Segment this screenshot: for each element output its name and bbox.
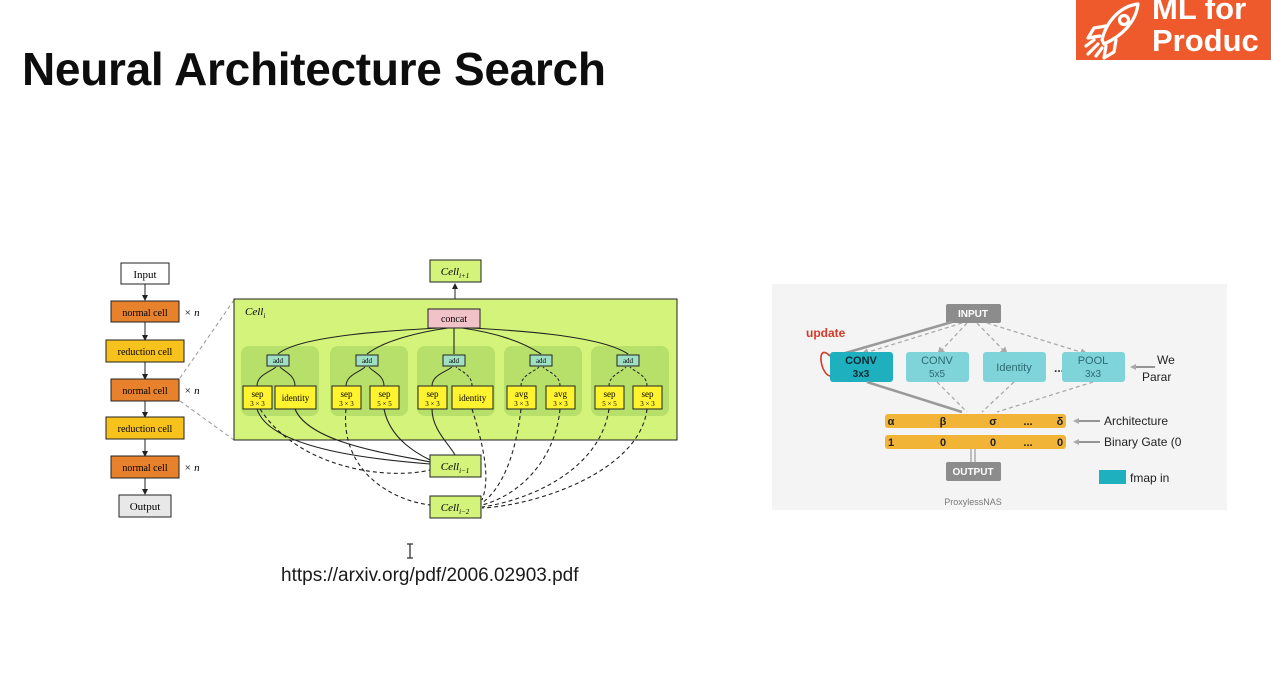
- svg-text:Identity: Identity: [996, 362, 1032, 374]
- svg-text:reduction cell: reduction cell: [118, 347, 173, 358]
- pn-op-pool3x3: [1062, 352, 1125, 382]
- pn-op-conv5x5: [906, 352, 969, 382]
- pn-architecture-bar: [885, 414, 1066, 428]
- svg-text:3x3: 3x3: [853, 369, 870, 380]
- svg-text:× n: × n: [184, 307, 200, 319]
- svg-text:3 × 3: 3 × 3: [553, 400, 568, 408]
- svg-text:sep: sep: [642, 389, 654, 399]
- svg-text:Binary Gate (0: Binary Gate (0: [1104, 435, 1182, 449]
- svg-text:0: 0: [990, 437, 996, 449]
- brand-logo: ML for Produc: [1076, 0, 1271, 60]
- pn-op-identity: [983, 352, 1046, 382]
- svg-text:...: ...: [1023, 416, 1032, 428]
- proxylessnas-diagram: INPUT update CONV 3x3 CONV 5x5 Identity …: [772, 284, 1227, 510]
- svg-text:β: β: [940, 416, 947, 428]
- svg-text:Celli+1: Celli+1: [441, 266, 470, 280]
- svg-text:Celli: Celli: [245, 306, 265, 320]
- svg-text:avg: avg: [554, 389, 567, 399]
- svg-text:CONV: CONV: [845, 355, 877, 367]
- rocket-icon: [1084, 2, 1140, 60]
- stack-normal-cell-3: [110, 455, 180, 479]
- svg-text:POOL: POOL: [1078, 355, 1109, 367]
- svg-text:Output: Output: [130, 501, 161, 513]
- svg-text:Celli−1: Celli−1: [441, 461, 470, 475]
- text-cursor-icon: [407, 543, 413, 559]
- op-boxes: sep 3 × 3 identity sep 3 × 3 sep 5 × 5 s…: [242, 385, 663, 410]
- cell-next: [429, 259, 482, 283]
- svg-text:concat: concat: [441, 314, 467, 325]
- svg-text:sep: sep: [379, 389, 391, 399]
- svg-text:We: We: [1157, 353, 1175, 367]
- svg-text:sep: sep: [427, 389, 439, 399]
- svg-text:identity: identity: [282, 393, 310, 403]
- svg-text:σ: σ: [989, 416, 997, 428]
- svg-text:ProxylessNAS: ProxylessNAS: [944, 497, 1002, 507]
- svg-text:5 × 5: 5 × 5: [602, 400, 617, 408]
- stack-output: [118, 494, 172, 518]
- svg-text:3x3: 3x3: [1085, 369, 1102, 380]
- pn-input-box: [946, 304, 1001, 323]
- svg-text:add: add: [449, 357, 460, 365]
- stack-normal-cell-2: [110, 378, 180, 402]
- svg-text:5x5: 5x5: [929, 369, 946, 380]
- pn-output-box: [946, 462, 1001, 481]
- svg-text:3 × 3: 3 × 3: [339, 400, 354, 408]
- svg-text:sep: sep: [252, 389, 264, 399]
- cell-stack: Input normal cell × n reduction cell nor…: [105, 262, 200, 518]
- svg-text:0: 0: [940, 437, 946, 449]
- svg-text:3 × 3: 3 × 3: [514, 400, 529, 408]
- svg-text:add: add: [536, 357, 547, 365]
- svg-text:sep: sep: [341, 389, 353, 399]
- pn-legend-swatch: [1099, 470, 1126, 484]
- svg-text:avg: avg: [515, 389, 528, 399]
- svg-text:× n: × n: [184, 462, 200, 474]
- svg-text:Celli−2: Celli−2: [441, 502, 470, 516]
- svg-text:identity: identity: [459, 393, 487, 403]
- svg-text:normal cell: normal cell: [122, 463, 167, 474]
- darts-cell-diagram: Input normal cell × n reduction cell nor…: [105, 259, 678, 519]
- svg-text:3 × 3: 3 × 3: [640, 400, 655, 408]
- svg-text:...: ...: [1054, 361, 1064, 375]
- paper-link[interactable]: https://arxiv.org/pdf/2006.02903.pdf: [281, 565, 579, 586]
- svg-text:× n: × n: [184, 385, 200, 397]
- svg-text:Architecture: Architecture: [1104, 414, 1168, 428]
- svg-text:INPUT: INPUT: [958, 309, 988, 320]
- svg-text:CONV: CONV: [921, 355, 953, 367]
- svg-text:1: 1: [888, 437, 894, 449]
- svg-text:...: ...: [1023, 437, 1032, 449]
- svg-text:Input: Input: [133, 269, 156, 281]
- svg-text:update: update: [806, 326, 846, 340]
- cell-prev-2: [429, 495, 482, 519]
- svg-text:add: add: [273, 357, 284, 365]
- stack-reduction-cell-1: [105, 339, 185, 363]
- svg-text:normal cell: normal cell: [122, 386, 167, 397]
- add-nodes: add add add add add: [266, 354, 640, 367]
- pn-binary-gate-bar: [885, 435, 1066, 449]
- svg-text:α: α: [888, 416, 895, 428]
- cell-prev-1: [429, 454, 482, 478]
- slide-title: Neural Architecture Search: [22, 43, 606, 95]
- svg-text:add: add: [623, 357, 634, 365]
- svg-text:reduction cell: reduction cell: [118, 424, 173, 435]
- svg-text:OUTPUT: OUTPUT: [952, 467, 993, 478]
- stack-normal-cell-1: [110, 300, 180, 323]
- svg-text:0: 0: [1057, 437, 1063, 449]
- svg-text:δ: δ: [1057, 416, 1064, 428]
- svg-text:normal cell: normal cell: [122, 308, 167, 319]
- svg-text:5 × 5: 5 × 5: [377, 400, 392, 408]
- stack-input: [120, 262, 170, 285]
- stack-reduction-cell-2: [105, 416, 185, 440]
- pn-op-conv3x3: [830, 352, 893, 382]
- svg-text:3 × 3: 3 × 3: [425, 400, 440, 408]
- svg-text:fmap in: fmap in: [1130, 471, 1169, 485]
- svg-text:add: add: [362, 357, 373, 365]
- svg-text:Parar: Parar: [1142, 370, 1171, 384]
- logo-text: ML for Produc: [1152, 0, 1259, 58]
- svg-text:sep: sep: [604, 389, 616, 399]
- svg-text:3 × 3: 3 × 3: [250, 400, 265, 408]
